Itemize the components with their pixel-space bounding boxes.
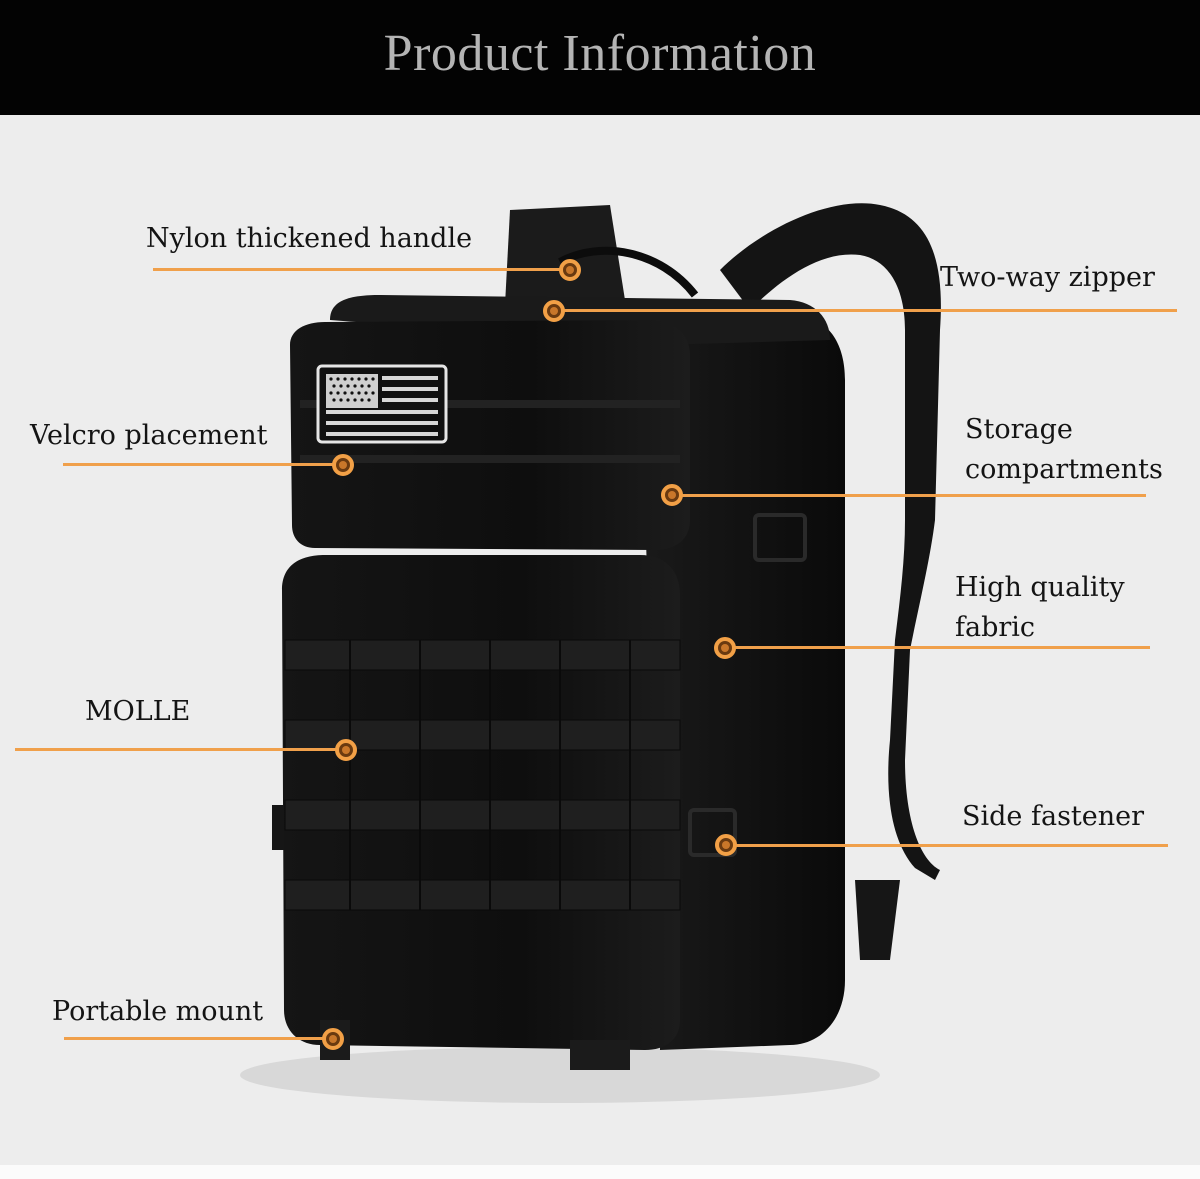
header-banner: Product Information bbox=[0, 0, 1200, 115]
callout-marker-icon bbox=[543, 300, 565, 322]
callout-label-line1: High quality bbox=[955, 572, 1125, 603]
bottom-strip bbox=[0, 1165, 1200, 1179]
callout-line bbox=[64, 1037, 332, 1040]
callout-label: Two-way zipper bbox=[940, 262, 1155, 293]
callout-label: Nylon thickened handle bbox=[146, 223, 473, 254]
callout-marker-icon bbox=[335, 739, 357, 761]
callout-marker-icon bbox=[714, 637, 736, 659]
callout-label-line1: Storage bbox=[965, 414, 1073, 445]
callout-label: Velcro placement bbox=[30, 420, 268, 451]
callout-line bbox=[556, 309, 1177, 312]
callout-marker-icon bbox=[332, 454, 354, 476]
callout-label-line2: fabric bbox=[955, 612, 1036, 643]
callout-marker-icon bbox=[661, 484, 683, 506]
callout-line bbox=[15, 748, 345, 751]
callout-line bbox=[153, 268, 568, 271]
callout-marker-icon bbox=[322, 1028, 344, 1050]
callout-label: Side fastener bbox=[962, 801, 1145, 832]
callout-label: MOLLE bbox=[85, 696, 191, 727]
callout-line bbox=[674, 494, 1146, 497]
callout-line bbox=[63, 463, 341, 466]
callout-label: Portable mount bbox=[52, 996, 264, 1027]
callout-label-line2: compartments bbox=[965, 454, 1163, 485]
flag-patch bbox=[316, 364, 448, 444]
callout-line bbox=[728, 844, 1168, 847]
callout-marker-icon bbox=[715, 834, 737, 856]
callout-line bbox=[727, 646, 1150, 649]
callout-marker-icon bbox=[559, 259, 581, 281]
page-title: Product Information bbox=[383, 25, 817, 82]
